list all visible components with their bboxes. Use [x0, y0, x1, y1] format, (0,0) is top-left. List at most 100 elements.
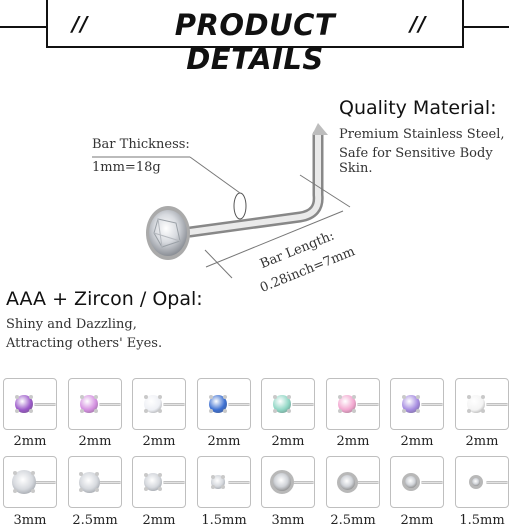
- option-thumbnail-opal-blue[interactable]: [197, 378, 251, 430]
- bar-thickness-label: Bar Thickness:: [92, 137, 190, 152]
- bar-thickness-value: 1mm=18g: [92, 160, 161, 175]
- option-size-label: 2mm: [465, 434, 499, 449]
- prong-icon: [157, 395, 162, 400]
- gem-icon: [467, 395, 485, 413]
- stud-bar: [292, 403, 314, 406]
- prong-icon: [221, 474, 226, 479]
- option-size-label: 3mm: [13, 513, 47, 528]
- option-thumbnail-opal-pink[interactable]: [68, 378, 122, 430]
- prong-icon: [28, 395, 33, 400]
- prong-icon: [351, 408, 356, 413]
- prong-icon: [31, 489, 36, 494]
- option-thumbnail-opal-fire[interactable]: [261, 378, 315, 430]
- gem-icon: [15, 395, 33, 413]
- stud-bar: [228, 481, 250, 484]
- option-thumbnail-bezel-clear[interactable]: [261, 456, 315, 508]
- prong-icon: [338, 395, 343, 400]
- prong-icon: [351, 395, 356, 400]
- gem-icon: [78, 471, 100, 493]
- option-size-label: 1.5mm: [201, 513, 247, 528]
- option-thumbnail-opal-white[interactable]: [132, 378, 186, 430]
- stud-bar: [228, 403, 250, 406]
- stud-bar: [99, 403, 121, 406]
- prong-icon: [221, 485, 226, 490]
- option-size-label: 2mm: [142, 434, 176, 449]
- option-size-label: 2mm: [13, 434, 47, 449]
- option-thumbnail-zircon-pink[interactable]: [326, 378, 380, 430]
- stud-bar: [357, 481, 379, 484]
- stud-bar: [357, 403, 379, 406]
- option-thumbnail-prong-clear[interactable]: [68, 456, 122, 508]
- page-title: PRODUCT DETAILS: [174, 8, 336, 76]
- prong-icon: [402, 408, 407, 413]
- stone-heading: AAA + Zircon / Opal:: [6, 288, 203, 310]
- option-size-label: 2mm: [400, 513, 434, 528]
- prong-icon: [273, 395, 278, 400]
- prong-icon: [273, 408, 278, 413]
- option-thumbnail-bezel-clear[interactable]: [390, 456, 444, 508]
- option-thumbnail-prong-clear[interactable]: [132, 456, 186, 508]
- prong-icon: [12, 489, 17, 494]
- gem-icon: [402, 395, 420, 413]
- prong-icon: [157, 408, 162, 413]
- prong-icon: [415, 395, 420, 400]
- prong-icon: [467, 395, 472, 400]
- option-size-label: 2mm: [336, 434, 370, 449]
- prong-icon: [94, 472, 99, 477]
- prong-icon: [12, 470, 17, 475]
- prong-icon: [144, 486, 149, 491]
- prong-icon: [31, 470, 36, 475]
- stud-bar: [34, 403, 56, 406]
- prong-icon: [286, 408, 291, 413]
- prong-icon: [144, 408, 149, 413]
- prong-icon: [15, 408, 20, 413]
- stone-line-2: Attracting others' Eyes.: [6, 336, 163, 351]
- option-size-label: 2.5mm: [72, 513, 118, 528]
- prong-icon: [93, 408, 98, 413]
- prong-icon: [157, 473, 162, 478]
- title-banner-frame: [46, 0, 464, 48]
- prong-icon: [80, 408, 85, 413]
- option-thumbnail-opal-purple[interactable]: [3, 378, 57, 430]
- nose-stud-illustration: [92, 123, 351, 279]
- option-size-label: 2mm: [271, 434, 305, 449]
- prong-icon: [28, 408, 33, 413]
- banner-slashes-right: //: [410, 12, 427, 36]
- option-size-label: 1.5mm: [459, 513, 505, 528]
- banner-slashes-left: //: [72, 12, 89, 36]
- gem-icon: [144, 473, 162, 491]
- option-thumbnail-zircon-clear[interactable]: [455, 378, 509, 430]
- option-thumbnail-bezel-clear[interactable]: [326, 456, 380, 508]
- prong-icon: [480, 395, 485, 400]
- quality-heading: Quality Material:: [339, 97, 497, 119]
- banner-rule-right: [464, 26, 509, 28]
- option-thumbnail-zircon-violet[interactable]: [390, 378, 444, 430]
- prong-icon: [210, 474, 215, 479]
- prong-icon: [210, 485, 215, 490]
- option-thumbnail-prong-clear[interactable]: [197, 456, 251, 508]
- quality-line-2: Safe for Sensitive Body Skin.: [339, 146, 493, 176]
- prong-icon: [144, 473, 149, 478]
- prong-icon: [157, 486, 162, 491]
- stud-bar: [292, 481, 314, 484]
- prong-icon: [338, 408, 343, 413]
- prong-icon: [209, 395, 214, 400]
- stud-bar: [163, 403, 185, 406]
- banner-rule-left: [0, 26, 46, 28]
- stud-bar: [486, 481, 508, 484]
- gem-icon: [209, 395, 227, 413]
- stud-bar: [163, 481, 185, 484]
- option-thumbnail-bezel-clear[interactable]: [455, 456, 509, 508]
- option-size-label: 2mm: [207, 434, 241, 449]
- gem-icon: [273, 395, 291, 413]
- prong-icon: [480, 408, 485, 413]
- stud-bar: [421, 481, 443, 484]
- prong-icon: [144, 395, 149, 400]
- gem-icon: [270, 470, 294, 494]
- option-thumbnail-prong-clear[interactable]: [3, 456, 57, 508]
- gem-icon: [469, 475, 483, 489]
- gem-icon: [338, 395, 356, 413]
- prong-icon: [94, 487, 99, 492]
- prong-icon: [80, 395, 85, 400]
- prong-icon: [79, 472, 84, 477]
